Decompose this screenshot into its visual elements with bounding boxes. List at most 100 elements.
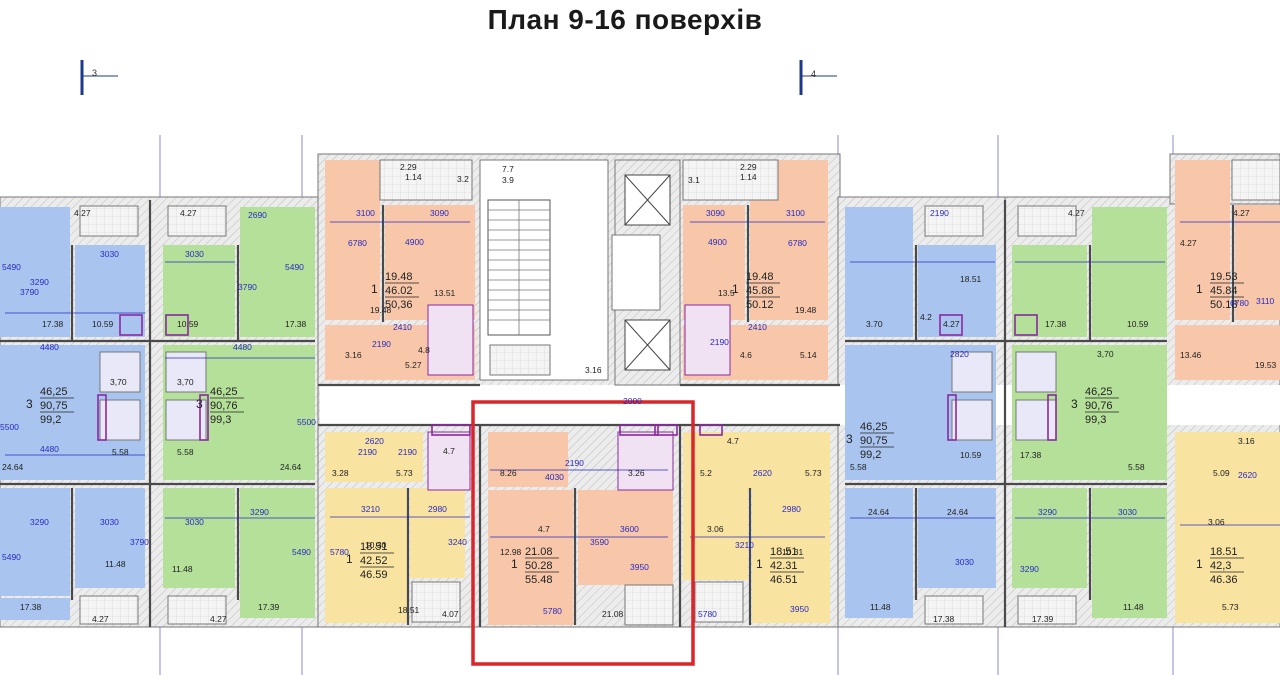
dimension-label: 5780: [330, 547, 349, 557]
dimension-label: 2820: [950, 349, 969, 359]
total-area: 42.31: [770, 560, 798, 572]
room-area-label: 17.38: [285, 319, 307, 329]
dimension-label: 2980: [428, 504, 447, 514]
dimension-label: 3090: [706, 208, 725, 218]
full-area: 99,2: [40, 414, 61, 426]
dimension-label: 2190: [372, 339, 391, 349]
room-area-label: 8.26: [500, 468, 517, 478]
dimension-label: 2620: [1238, 470, 1257, 480]
stair-core: [479, 159, 681, 386]
dimension-label: 3030: [185, 517, 204, 527]
dimension-label: 2620: [365, 436, 384, 446]
room-area-label: 11.48: [105, 559, 126, 569]
dimension-label: 4480: [233, 342, 252, 352]
room-area-label: 17.39: [258, 602, 280, 612]
full-area: 99,3: [210, 414, 231, 426]
total-area: 50.28: [525, 560, 553, 572]
total-area: 46.02: [385, 285, 413, 297]
room-area-label: 17.38: [1045, 319, 1067, 329]
partition-walls: [0, 200, 1235, 627]
dimension-label: 4900: [405, 237, 424, 247]
total-area: 42,3: [1210, 560, 1231, 572]
room-area-label: 5.58: [850, 462, 867, 472]
axis-label: 3: [92, 68, 97, 78]
dimension-label: 3790: [20, 287, 39, 297]
dimension-label: 4900: [708, 237, 727, 247]
full-area: 46.59: [360, 569, 388, 581]
room-count: 1: [511, 557, 518, 571]
room-area-label: 3.28: [332, 468, 349, 478]
dimension-label: 3030: [955, 557, 974, 567]
room-count: 1: [756, 557, 763, 571]
room-count: 1: [732, 282, 739, 296]
dimension-label: 3030: [100, 249, 119, 259]
room-area-label: 7.7: [502, 164, 514, 174]
living-area: 18.51: [360, 541, 388, 553]
full-area: 50.12: [746, 299, 774, 311]
dimension-label: 3090: [430, 208, 449, 218]
room-area-label: 5.09: [1213, 468, 1230, 478]
dimension-label: 2410: [748, 322, 767, 332]
room-area-label: 4.27: [92, 614, 109, 624]
room-area-label: 3.06: [1208, 517, 1225, 527]
dimension-label: 3950: [790, 604, 809, 614]
room-area-label: 12.98: [500, 547, 522, 557]
dimension-label: 3030: [185, 249, 204, 259]
dimension-label: 6780: [348, 238, 367, 248]
room-area-label: 4.7: [727, 436, 739, 446]
plan-title: План 9-16 поверхів: [487, 4, 763, 35]
dimension-label: 4030: [545, 472, 564, 482]
dimension-label: 3790: [130, 537, 149, 547]
dimension-label: 5490: [2, 262, 21, 272]
room-area-label: 1.14: [740, 172, 757, 182]
apartment-peach-top-left: [325, 159, 475, 380]
room-area-label: 18.51: [398, 605, 420, 615]
dimension-label: 5780: [698, 609, 717, 619]
room-area-label: 19.53: [1255, 360, 1277, 370]
axis-marker-3: 3: [80, 60, 118, 95]
room-area-label: 24.64: [947, 507, 969, 517]
room-count: 1: [346, 552, 353, 566]
room-area-label: 4.7: [443, 446, 455, 456]
dimension-label: 3210: [735, 540, 754, 550]
room-area-label: 17.38: [933, 614, 955, 624]
dimension-label: 4480: [40, 342, 59, 352]
room-area-label: 10.59: [177, 319, 199, 329]
room-area-label: 18.51: [960, 274, 982, 284]
full-area: 50.18: [1210, 299, 1238, 311]
room-area-label: 4.27: [1233, 208, 1250, 218]
room-area-label: 3,70: [1097, 349, 1114, 359]
dimension-label: 3290: [30, 517, 49, 527]
room-area-label: 11.48: [1123, 602, 1144, 612]
dimension-label: 2000: [623, 396, 642, 406]
axis-marker-4: 4: [799, 60, 837, 95]
room-count: 3: [846, 432, 853, 446]
room-area-label: 3.26: [628, 468, 645, 478]
room-count: 1: [371, 282, 378, 296]
dimension-label: 5500: [0, 422, 19, 432]
room-area-label: 24.64: [2, 462, 24, 472]
living-area: 19.53: [1210, 271, 1238, 283]
room-area-label: 10.30: [365, 540, 387, 550]
room-count: 3: [26, 397, 33, 411]
dimension-label: 2620: [753, 468, 772, 478]
living-area: 18.51: [770, 546, 798, 558]
dimension-label: 2190: [398, 447, 417, 457]
room-area-label: 1.14: [405, 172, 422, 182]
apartment-blue-left: [0, 205, 145, 625]
dimension-label: 5490: [2, 552, 21, 562]
dimension-label: 3290: [250, 507, 269, 517]
room-area-label: 17.38: [42, 319, 64, 329]
dimension-label: 3600: [620, 524, 639, 534]
dimension-label: 3240: [448, 537, 467, 547]
dimension-label: 2190: [710, 337, 729, 347]
